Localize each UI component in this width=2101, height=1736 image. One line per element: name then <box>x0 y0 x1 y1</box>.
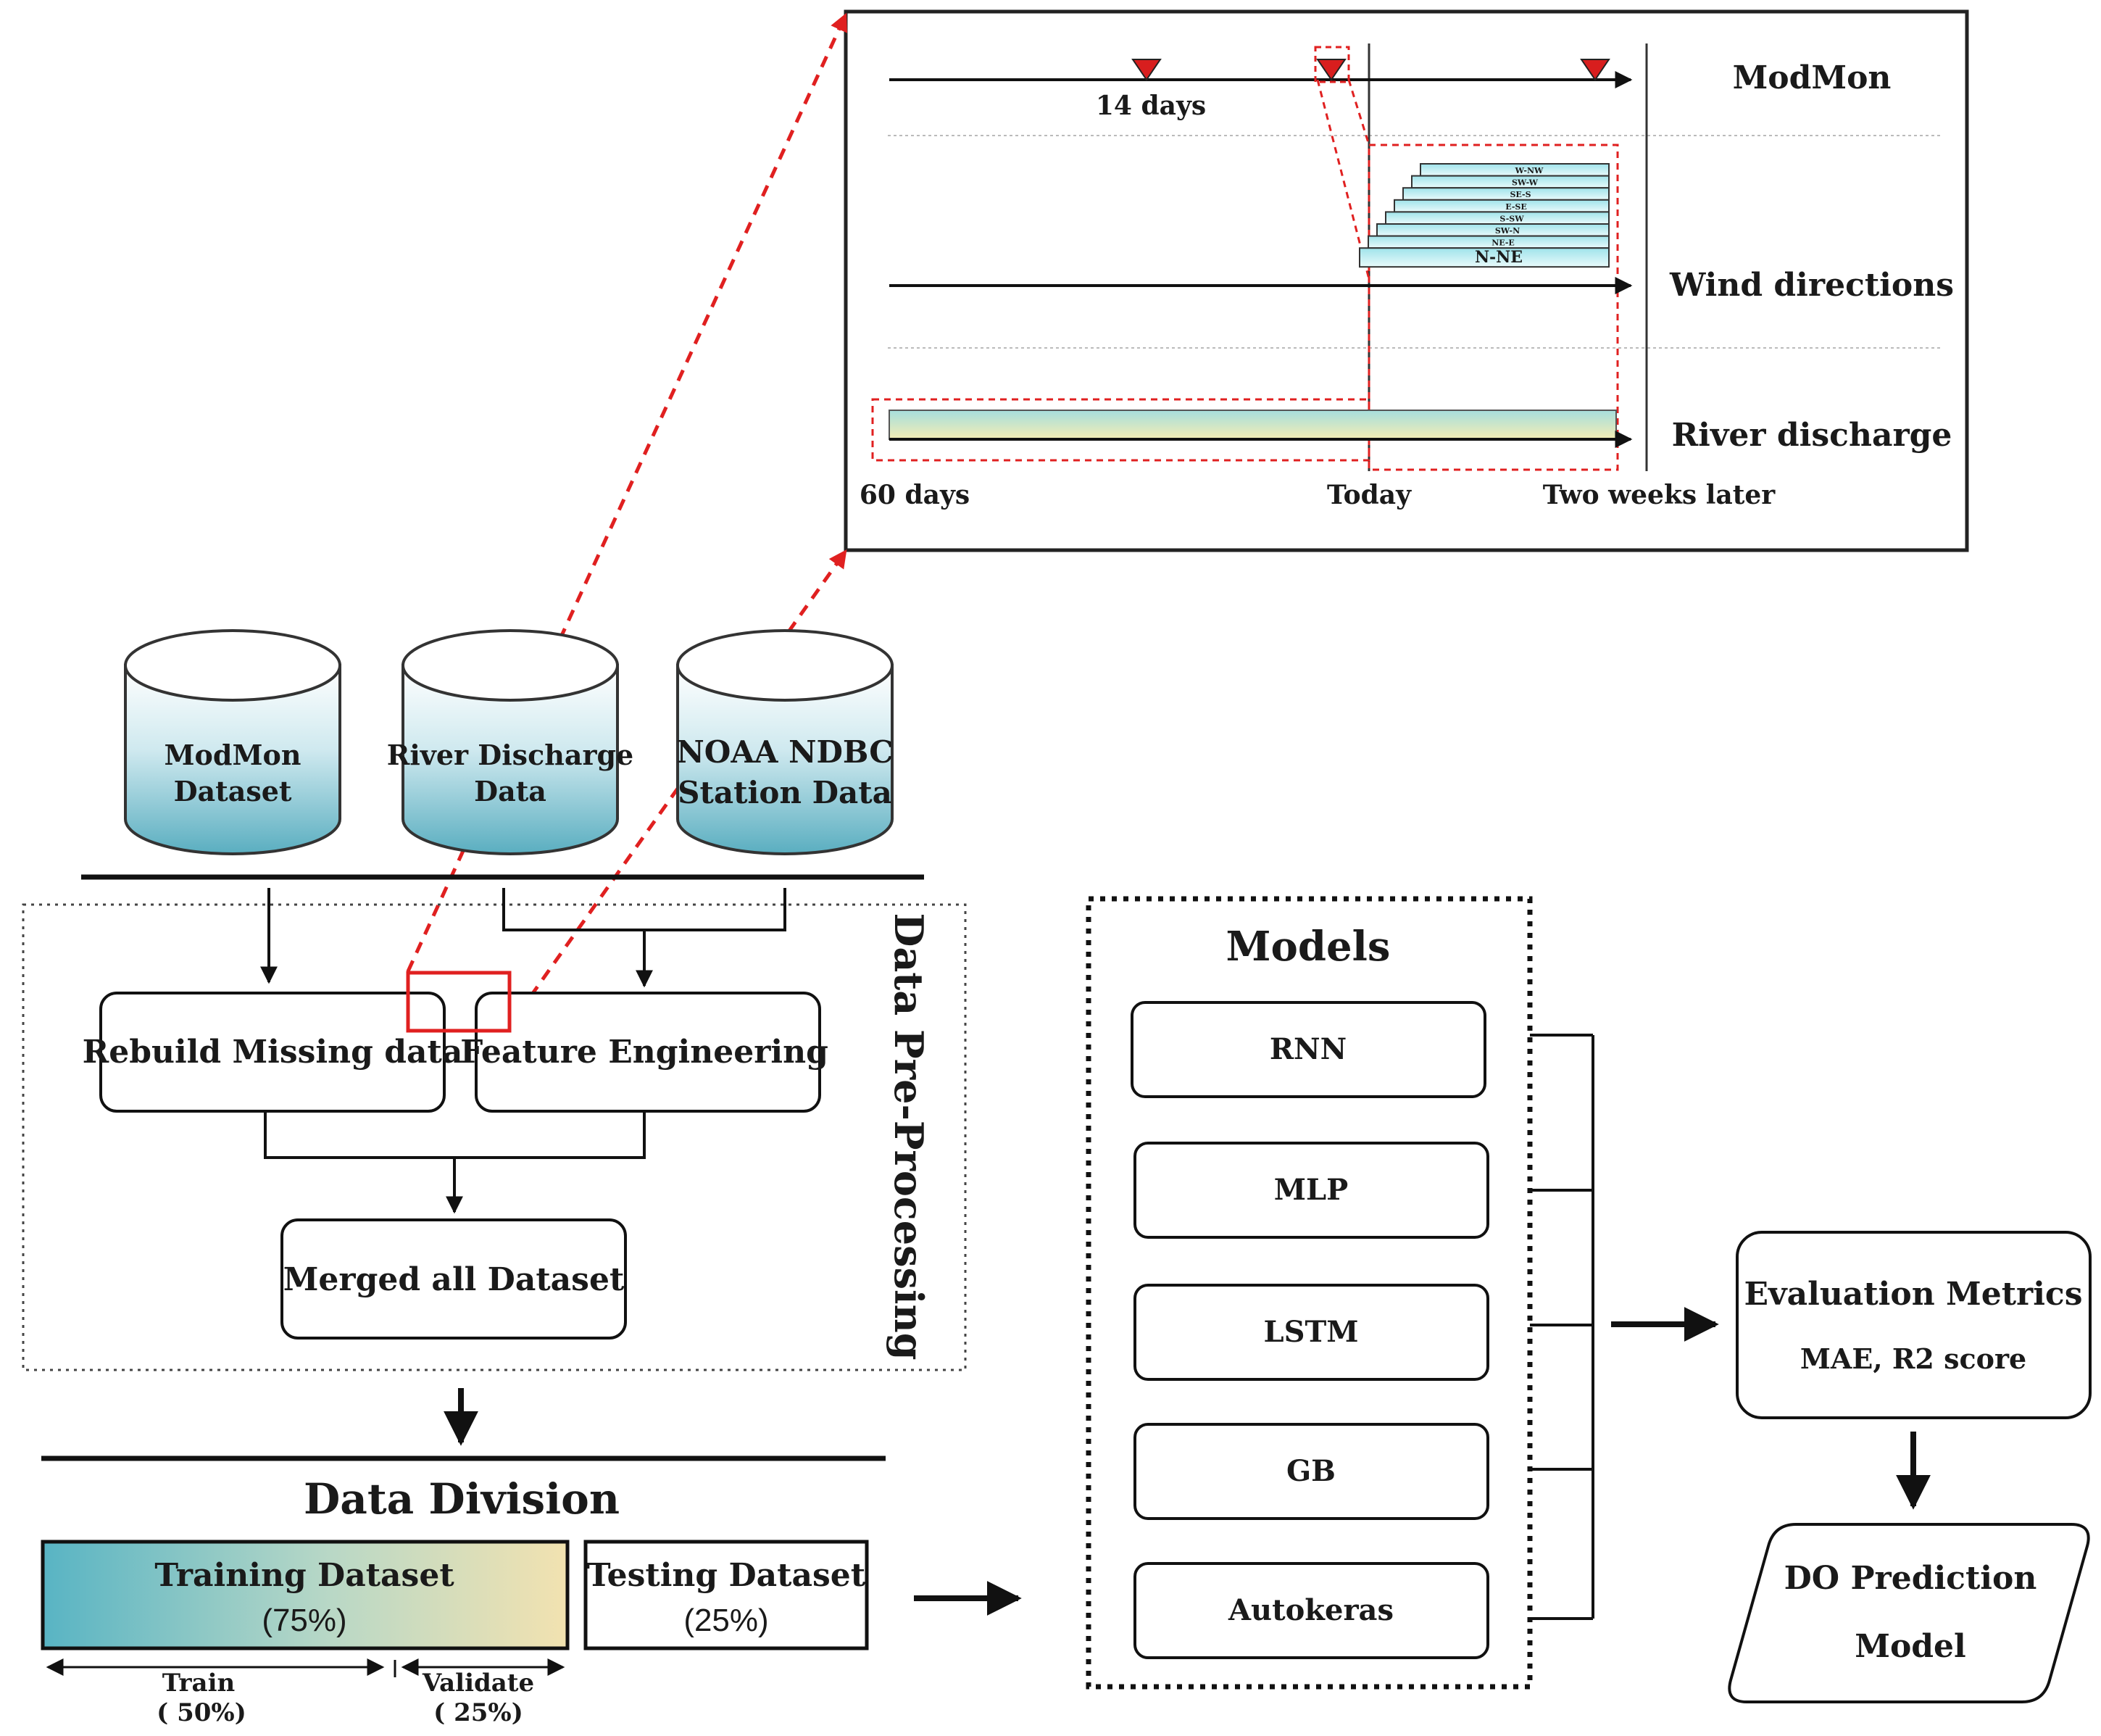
label-two-weeks-later: Two weeks later <box>1543 480 1776 510</box>
rebuild-missing-data-label: Rebuild Missing data <box>83 1034 463 1071</box>
wind-band-label: W-NW <box>1515 166 1544 175</box>
sample-marker-icon <box>1580 59 1610 81</box>
model-box-lstm <box>1133 1284 1489 1381</box>
wind-band-label: NE-E <box>1491 238 1515 248</box>
database-modmon: ModMon Dataset <box>124 629 341 855</box>
cylinder-top <box>402 629 619 702</box>
training-dataset-percent: (75%) <box>262 1603 346 1638</box>
training-dataset-label: Training Dataset <box>154 1557 454 1594</box>
evaluation-metrics-title: Evaluation Metrics <box>1744 1276 2082 1313</box>
feature-engineering-box <box>475 992 821 1113</box>
database-label: ModMon <box>164 739 301 771</box>
database-noaa: NOAA NDBC Station Data <box>676 629 894 855</box>
row-label-modmon: ModMon <box>1733 59 1892 96</box>
merge-bracket <box>264 1111 646 1159</box>
database-label: River Discharge <box>387 739 633 771</box>
zoom-source-box-overlay <box>406 971 512 1033</box>
merged-dataset-box <box>280 1218 627 1340</box>
model-label: Autokeras <box>1228 1593 1394 1627</box>
wind-band-label: E-SE <box>1505 202 1526 212</box>
database-label: Data <box>474 775 546 807</box>
cylinder-top <box>676 629 894 702</box>
database-river-discharge: River Discharge Data <box>387 629 633 855</box>
model-label: RNN <box>1270 1032 1347 1066</box>
merged-dataset-label: Merged all Dataset <box>283 1261 625 1298</box>
label-today: Today <box>1327 480 1412 510</box>
wind-band <box>1411 175 1610 189</box>
model-label: GB <box>1286 1454 1336 1488</box>
sample-marker-icon <box>1316 59 1347 81</box>
train-label: Train <box>162 1669 235 1698</box>
evaluation-metrics-box <box>1736 1231 2092 1419</box>
evaluation-metrics-values: MAE, R2 score <box>1800 1342 2026 1375</box>
rebuild-missing-data-box <box>99 992 446 1113</box>
wind-zoom-box <box>1368 144 1619 471</box>
wind-band <box>1402 187 1610 201</box>
row-label-river: River discharge <box>1672 417 1952 454</box>
training-dataset-box <box>41 1540 570 1650</box>
merge-bracket <box>502 888 786 931</box>
wind-band <box>1394 199 1610 213</box>
testing-dataset-percent: (25%) <box>683 1603 768 1638</box>
do-prediction-model-box <box>1728 1523 2090 1703</box>
label-60-days: 60 days <box>860 480 970 510</box>
sample-marker-icon <box>1131 59 1162 81</box>
validate-percent: ( 25%) <box>433 1698 523 1727</box>
model-box-gb <box>1133 1423 1489 1520</box>
cylinder-top <box>124 629 341 702</box>
river-bar <box>889 410 1617 440</box>
database-label: Station Data <box>678 775 892 810</box>
do-prediction-label: DO Prediction <box>1784 1560 2037 1597</box>
models-title: Models <box>1226 923 1391 971</box>
model-box-autokeras <box>1133 1562 1489 1659</box>
validate-label: Validate <box>422 1669 534 1698</box>
do-prediction-label: Model <box>1855 1628 1966 1665</box>
timeline-panel: 14 days ModMon W-NW SW-W SE-S E-SE S-SW SW-N N… <box>844 9 1969 552</box>
preprocessing-frame <box>22 903 967 1371</box>
row-label-wind: Wind directions <box>1669 267 1954 304</box>
model-box-mlp <box>1133 1142 1489 1239</box>
models-frame <box>1086 896 1533 1690</box>
wind-band-label: SE-S <box>1510 190 1531 199</box>
feature-engineering-label: Feature Engineering <box>460 1034 828 1071</box>
wind-band-label: SW-W <box>1512 178 1539 188</box>
wind-band-label: SW-N <box>1495 226 1520 236</box>
label-14-days: 14 days <box>1096 91 1206 121</box>
preprocessing-section: Data Pre-Processing Rebuild Missing data… <box>22 888 967 1371</box>
train-percent: ( 50%) <box>157 1698 246 1727</box>
testing-dataset-label: Testing Dataset <box>587 1557 866 1594</box>
wind-band <box>1385 211 1610 225</box>
wind-bands: W-NW SW-W SE-S E-SE S-SW SW-N NE-EN-NE <box>1359 163 1610 268</box>
model-box-rnn <box>1131 1001 1486 1098</box>
zoom-link-left <box>406 12 848 973</box>
wind-band-label: S-SW <box>1499 214 1524 223</box>
models-section: Models RNN MLP LSTM GB Autokeras <box>1086 896 1594 1690</box>
databases: ModMon Dataset River Discharge Data NOAA… <box>124 629 894 855</box>
wind-band <box>1359 247 1610 268</box>
model-label: LSTM <box>1263 1315 1358 1349</box>
wind-band-label: N-NE <box>1475 248 1523 267</box>
database-label: NOAA NDBC <box>676 734 893 770</box>
data-division-title: Data Division <box>304 1474 620 1524</box>
data-division-section: Data Division Training Dataset (75%) Tes… <box>41 1455 886 1727</box>
model-label: MLP <box>1274 1173 1348 1207</box>
database-label: Dataset <box>174 775 292 807</box>
wind-band <box>1376 223 1610 237</box>
testing-dataset-box <box>583 1540 869 1650</box>
zoom-box-small <box>1314 46 1350 83</box>
preprocessing-title: Data Pre-Processing <box>886 913 932 1360</box>
wind-band <box>1368 235 1610 249</box>
